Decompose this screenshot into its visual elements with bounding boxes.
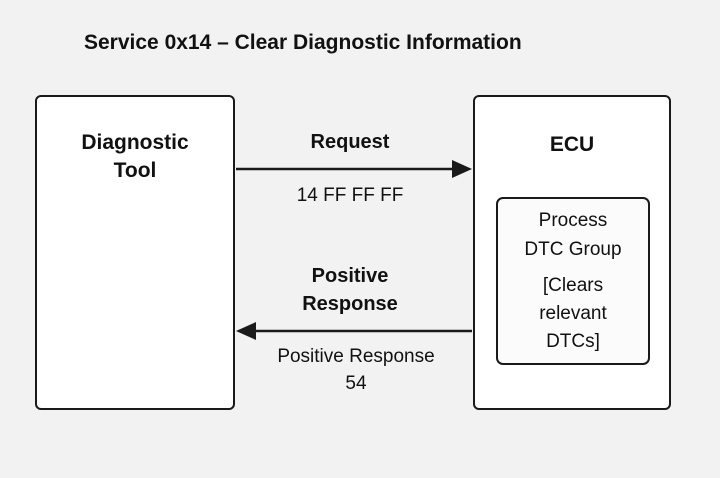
request-bytes: 14 FF FF FF — [296, 185, 404, 206]
response-detail-line1: Positive Response — [277, 346, 435, 367]
diagnostic-tool-box: Diagnostic Tool — [35, 95, 235, 410]
response-label-line1: Positive — [311, 265, 389, 287]
diagnostic-tool-label-line1: Diagnostic — [81, 131, 189, 154]
diagnostic-tool-label: Diagnostic Tool — [37, 129, 233, 185]
process-line-4: relevant — [539, 303, 607, 324]
process-line-2: DTC Group — [524, 239, 622, 260]
ecu-label: ECU — [549, 133, 595, 156]
diagnostic-tool-label-line2: Tool — [113, 159, 157, 182]
process-line-1: Process — [538, 210, 608, 231]
request-label: Request — [310, 131, 390, 153]
response-detail-line2: 54 — [345, 373, 367, 394]
request-arrow — [236, 160, 472, 178]
process-line-5: DTCs] — [546, 331, 600, 352]
diagram-title: Service 0x14 – Clear Diagnostic Informat… — [84, 31, 522, 54]
process-dtc-group-box: Process DTC Group [Clears relevant DTCs] — [496, 197, 650, 365]
response-arrow — [236, 322, 472, 340]
response-label-line2: Response — [302, 293, 398, 315]
process-line-3: [Clears — [542, 275, 604, 296]
